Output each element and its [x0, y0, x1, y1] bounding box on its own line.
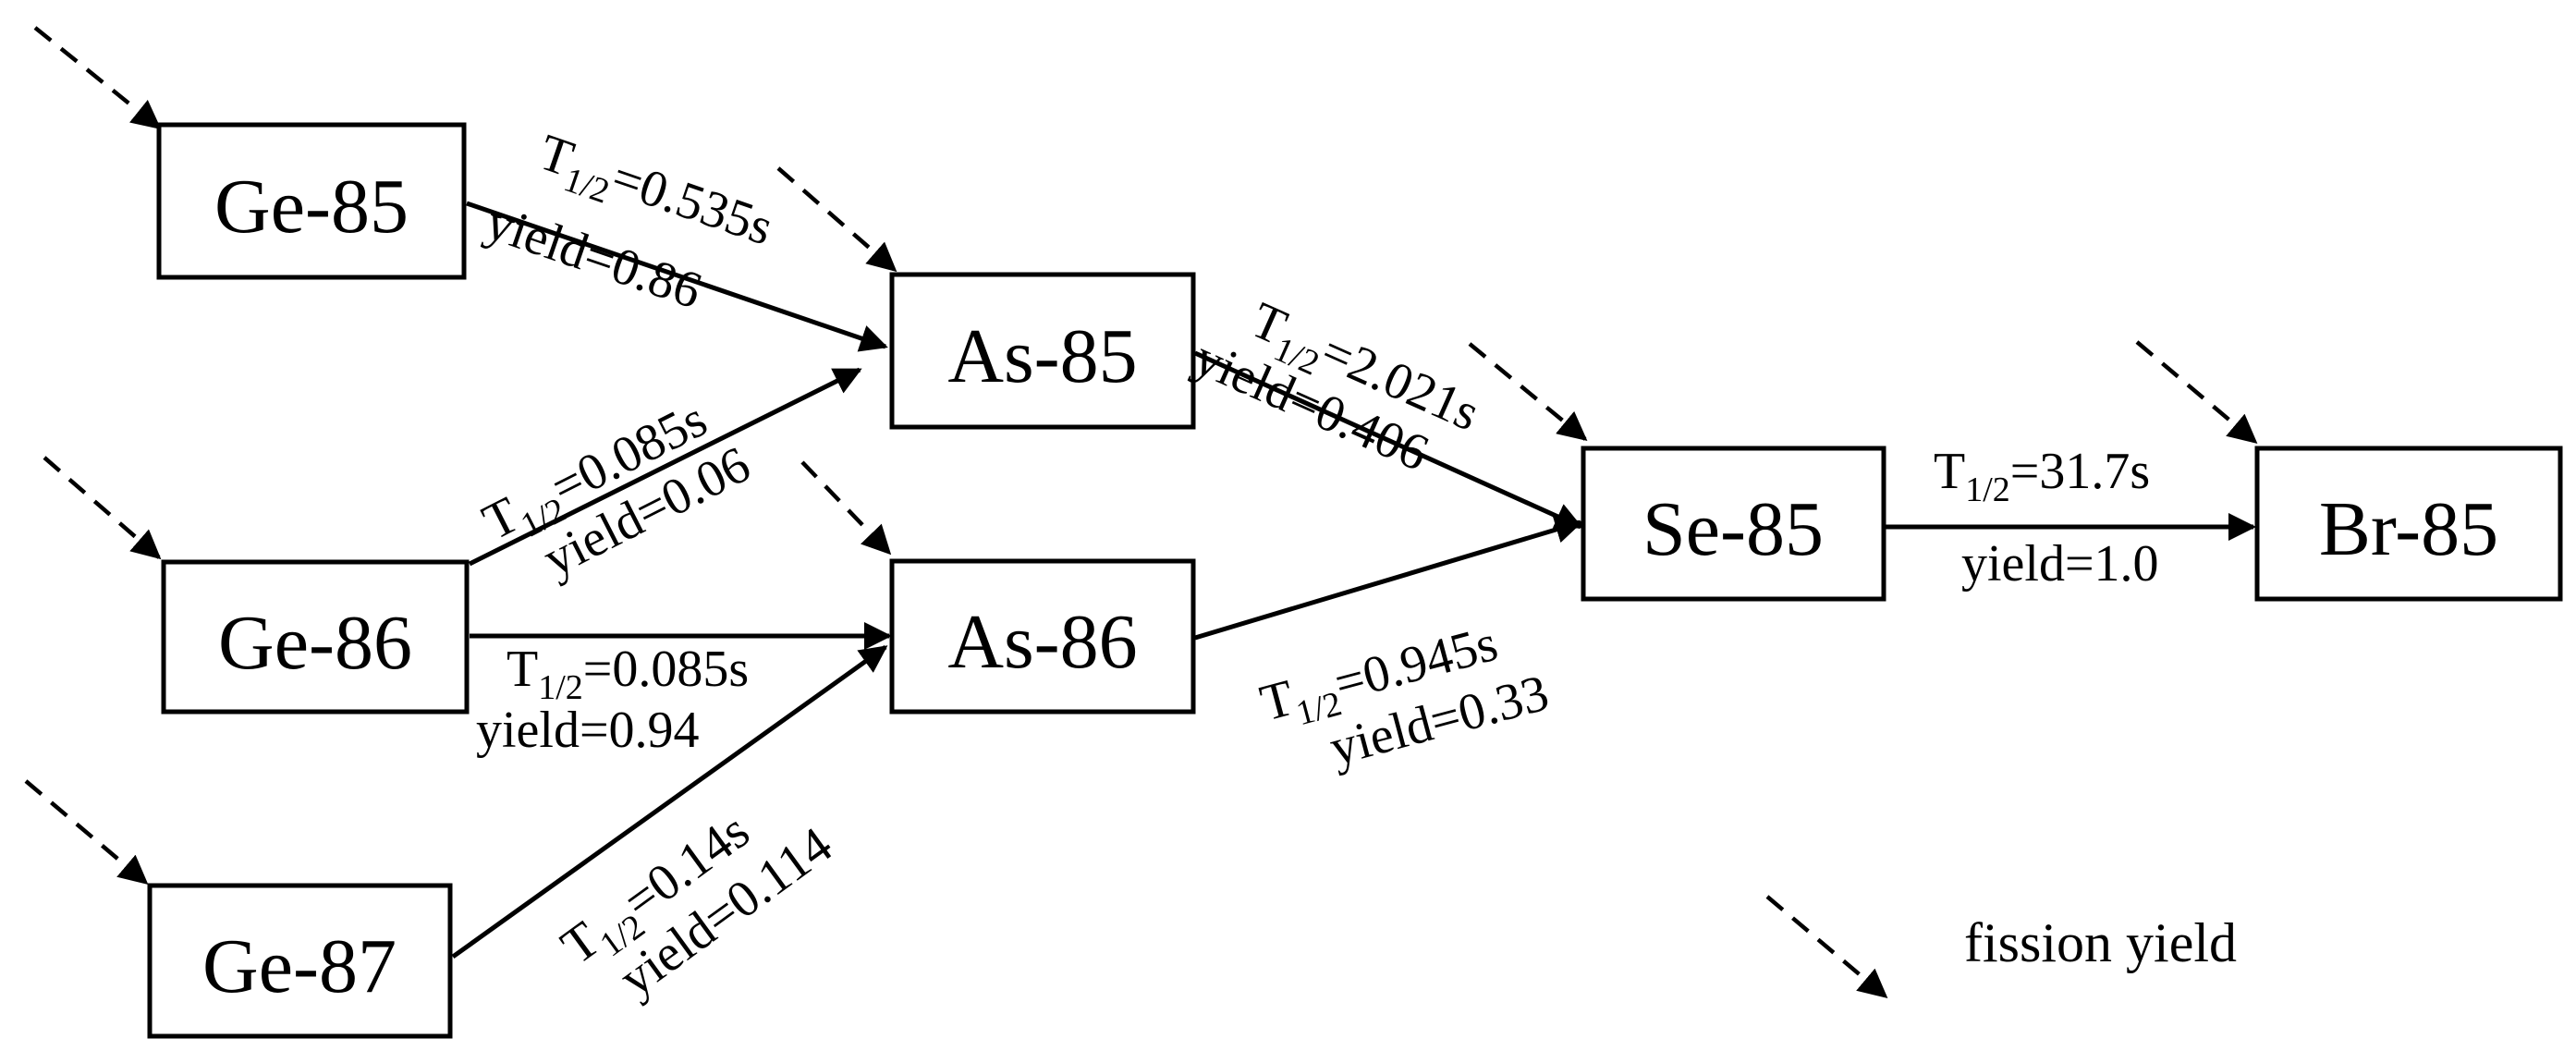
decay-arrow-as85-se85: [1193, 350, 1583, 530]
yield-ge86-as86: yield=0.94: [476, 702, 700, 759]
edge-label-as85-se85: T1/2=2.021s yield=0.406: [1186, 291, 1487, 483]
edge-label-ge87-as86: T1/2=0.14s yield=0.114: [551, 802, 842, 1008]
fission-arrow-ge85: [33, 26, 162, 129]
node-label-se85: Se-85: [1642, 486, 1824, 572]
node-label-br85: Br-85: [2319, 486, 2498, 572]
half-life-ge86-as86: T1/2=0.085s: [507, 641, 749, 707]
fission-arrow-se85: [1468, 342, 1588, 442]
legend-label: fission yield: [1964, 912, 2237, 973]
fission-arrow-as85: [776, 166, 897, 273]
node-as85: As-85: [889, 272, 1196, 430]
edge-label-ge86-as85: T1/2=0.085s yield=0.06: [474, 390, 760, 588]
node-ge87: Ge-87: [147, 883, 453, 1039]
node-label-ge87: Ge-87: [202, 923, 397, 1009]
decay-arrows: [451, 201, 2256, 959]
legend-fission-arrow: [1765, 895, 1888, 999]
node-as86: As-86: [889, 558, 1196, 715]
half-life-se85-br85: T1/2=31.7s: [1934, 443, 2150, 509]
yield-se85-br85: yield=1.0: [1961, 535, 2159, 593]
edge-label-se85-br85: T1/2=31.7s yield=1.0: [1934, 443, 2159, 593]
node-se85: Se-85: [1581, 446, 1886, 602]
node-label-as86: As-86: [947, 599, 1137, 685]
node-br85: Br-85: [2254, 446, 2563, 602]
fission-arrow-br85: [2135, 340, 2258, 445]
decay-arrow-as86-se85: [1194, 516, 1583, 641]
node-label-ge85: Ge-85: [214, 164, 409, 250]
edge-label-ge86-as86: T1/2=0.085s yield=0.94: [476, 641, 749, 759]
legend: fission yield: [1765, 895, 2237, 999]
decay-arrow-ge85-as85: [466, 201, 888, 352]
edge-label-as86-se85: T1/2=0.945s yield=0.33: [1254, 615, 1554, 777]
node-ge85: Ge-85: [156, 122, 467, 280]
node-label-ge86: Ge-86: [218, 600, 412, 686]
fission-yield-arrows: [24, 26, 2258, 886]
fission-arrow-ge86: [43, 456, 162, 560]
fission-arrow-ge87: [24, 779, 149, 886]
node-ge86: Ge-86: [161, 559, 470, 715]
decay-arrow-ge86-as85: [468, 367, 862, 567]
fission-arrow-as86: [800, 460, 892, 556]
node-label-as85: As-85: [947, 313, 1137, 399]
decay-arrow-ge87-as86: [451, 644, 888, 959]
edge-label-ge85-as85: T1/2=0.535s yield=0.86: [479, 124, 780, 321]
